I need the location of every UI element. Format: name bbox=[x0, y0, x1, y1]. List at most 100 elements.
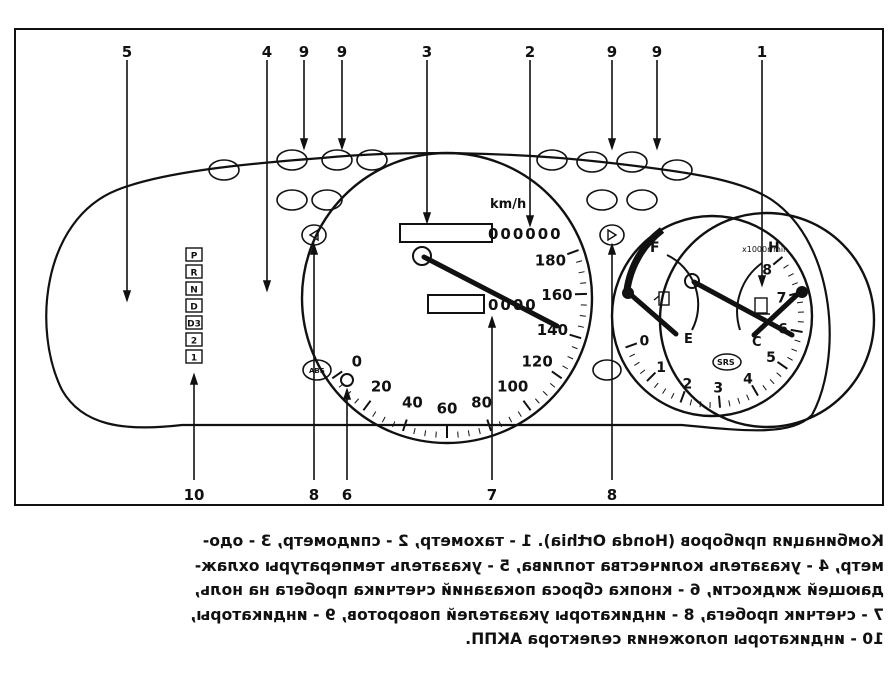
gauge-tick bbox=[551, 370, 563, 380]
fuel-full-label: F bbox=[650, 240, 660, 256]
gauge-tick bbox=[467, 430, 470, 437]
callout-2: 2 bbox=[525, 43, 535, 61]
gauge-tick bbox=[790, 328, 803, 333]
gauge-tick bbox=[576, 260, 583, 263]
gauge-scale-label: 1 bbox=[656, 360, 666, 376]
gauge-tick bbox=[717, 395, 722, 408]
gauge-tick bbox=[402, 419, 408, 432]
srs-badge: SRS bbox=[717, 358, 735, 367]
selector-indicator-box bbox=[185, 247, 203, 262]
gauge-tick bbox=[776, 361, 788, 370]
gauge-tick bbox=[486, 419, 492, 432]
fuel-gauge: F E bbox=[622, 240, 700, 347]
gauge-scale-label: 120 bbox=[521, 352, 552, 370]
callout-3: 3 bbox=[422, 43, 432, 61]
gauge-scale-label: 80 bbox=[471, 394, 492, 412]
gauge-tick bbox=[791, 348, 798, 352]
tachometer-scale: 012345678 bbox=[639, 263, 787, 397]
gauge-scale-label: 0 bbox=[352, 352, 362, 370]
caption-line-2: метр, 4 - указатель количества топлива, … bbox=[194, 556, 884, 575]
callout-10: 10 bbox=[184, 486, 205, 504]
callout-5: 5 bbox=[122, 43, 132, 61]
selector-indicator-box bbox=[185, 264, 203, 279]
gauge-scale-label: 3 bbox=[713, 381, 723, 397]
gauge-scale-label: 4 bbox=[743, 371, 753, 387]
callout-leaders bbox=[122, 60, 767, 480]
gauge-tick bbox=[413, 428, 416, 435]
gauge-tick bbox=[646, 371, 657, 382]
selector-indicator-label: P bbox=[191, 252, 198, 262]
gauge-tick bbox=[789, 291, 802, 297]
gauge-scale-label: 140 bbox=[537, 321, 568, 339]
gauge-tick bbox=[331, 370, 343, 380]
gauge-tick bbox=[372, 411, 377, 417]
selector-indicator-box bbox=[185, 298, 203, 313]
callout-9-outer-left: 9 bbox=[299, 43, 309, 61]
fuel-pump-icon bbox=[653, 291, 670, 306]
gauge-tick bbox=[517, 411, 522, 417]
gauge-scale-label: 2 bbox=[682, 377, 692, 393]
gauge-tick bbox=[362, 400, 372, 411]
gauge-scale-label: 8 bbox=[762, 263, 772, 279]
callout-1: 1 bbox=[757, 43, 767, 61]
gauge-tick bbox=[796, 301, 804, 304]
mirrored-drawing: H C F E bbox=[45, 43, 876, 504]
gauge-scale-label: 100 bbox=[497, 377, 528, 395]
gauge-tick bbox=[625, 342, 638, 349]
tachometer: 012345678 x1000r/min SRS bbox=[610, 214, 814, 418]
selector-indicator-label: N bbox=[190, 286, 198, 296]
gauge-tick bbox=[392, 421, 396, 428]
callout-4: 4 bbox=[262, 43, 272, 61]
gauge-tick bbox=[381, 416, 386, 423]
figure-caption: Комбинация приборов (Honda Orthia). 1 - … bbox=[12, 529, 884, 652]
gauge-tick bbox=[728, 400, 731, 407]
caption-line-4: 7 - счетчик пробега, 8 - индикаторы указ… bbox=[190, 605, 884, 624]
gauge-tick bbox=[654, 382, 659, 389]
abs-label: ABS bbox=[309, 367, 325, 375]
gauge-scale-label: 0 bbox=[639, 334, 649, 350]
speedometer-unit: km/h bbox=[490, 197, 526, 212]
fuel-needle bbox=[627, 291, 679, 337]
selector-indicator-label: 1 bbox=[191, 354, 197, 364]
callout-numbers: 1 2 3 9 9 9 9 4 5 8 7 6 8 10 bbox=[122, 43, 767, 504]
gauge-tick bbox=[772, 256, 784, 266]
gauge-tick bbox=[542, 391, 548, 396]
selector-indicator-box bbox=[185, 315, 203, 330]
gauge-tick bbox=[478, 428, 481, 435]
gauge-tick bbox=[737, 397, 741, 404]
selector-indicator-label: 2 bbox=[191, 337, 197, 347]
selector-indicator-label: D3 bbox=[187, 320, 201, 330]
gauge-tick bbox=[787, 356, 793, 361]
gauge-tick bbox=[662, 388, 667, 394]
indicator-lamps: ABS bbox=[208, 149, 693, 387]
gauge-scale-label: 180 bbox=[535, 252, 566, 270]
gauge-tick bbox=[699, 401, 702, 408]
temperature-high-label: H bbox=[768, 240, 780, 256]
odometer-display: 000000 bbox=[399, 223, 561, 243]
callout-9-inner-left: 9 bbox=[337, 43, 347, 61]
gauge-tick bbox=[634, 361, 640, 366]
speedometer-needle bbox=[421, 254, 560, 329]
tachometer-needle bbox=[691, 279, 795, 338]
gauge-tick bbox=[522, 400, 532, 411]
temperature-gauge: H C bbox=[658, 211, 876, 429]
gauge-scale-label: 20 bbox=[371, 377, 392, 395]
tachometer-ticks bbox=[625, 256, 804, 408]
gauge-tick bbox=[354, 398, 360, 404]
gauge-tick bbox=[794, 339, 801, 343]
gauge-tick bbox=[424, 430, 427, 437]
selector-indicator-box bbox=[185, 349, 203, 364]
selector-indicator-label: R bbox=[191, 269, 198, 279]
gauge-tick bbox=[577, 325, 585, 328]
gauge-tick bbox=[689, 399, 693, 406]
callout-8-left: 8 bbox=[309, 486, 319, 504]
selector-indicator-box bbox=[185, 281, 203, 296]
gauge-scale-label: 60 bbox=[437, 399, 458, 417]
gauge-scale-label: 5 bbox=[766, 350, 776, 366]
gauge-tick bbox=[679, 390, 686, 403]
instrument-cluster-figure: H C F E bbox=[14, 28, 884, 506]
gauge-tick bbox=[578, 271, 585, 274]
gauge-scale-label: 7 bbox=[777, 290, 787, 306]
